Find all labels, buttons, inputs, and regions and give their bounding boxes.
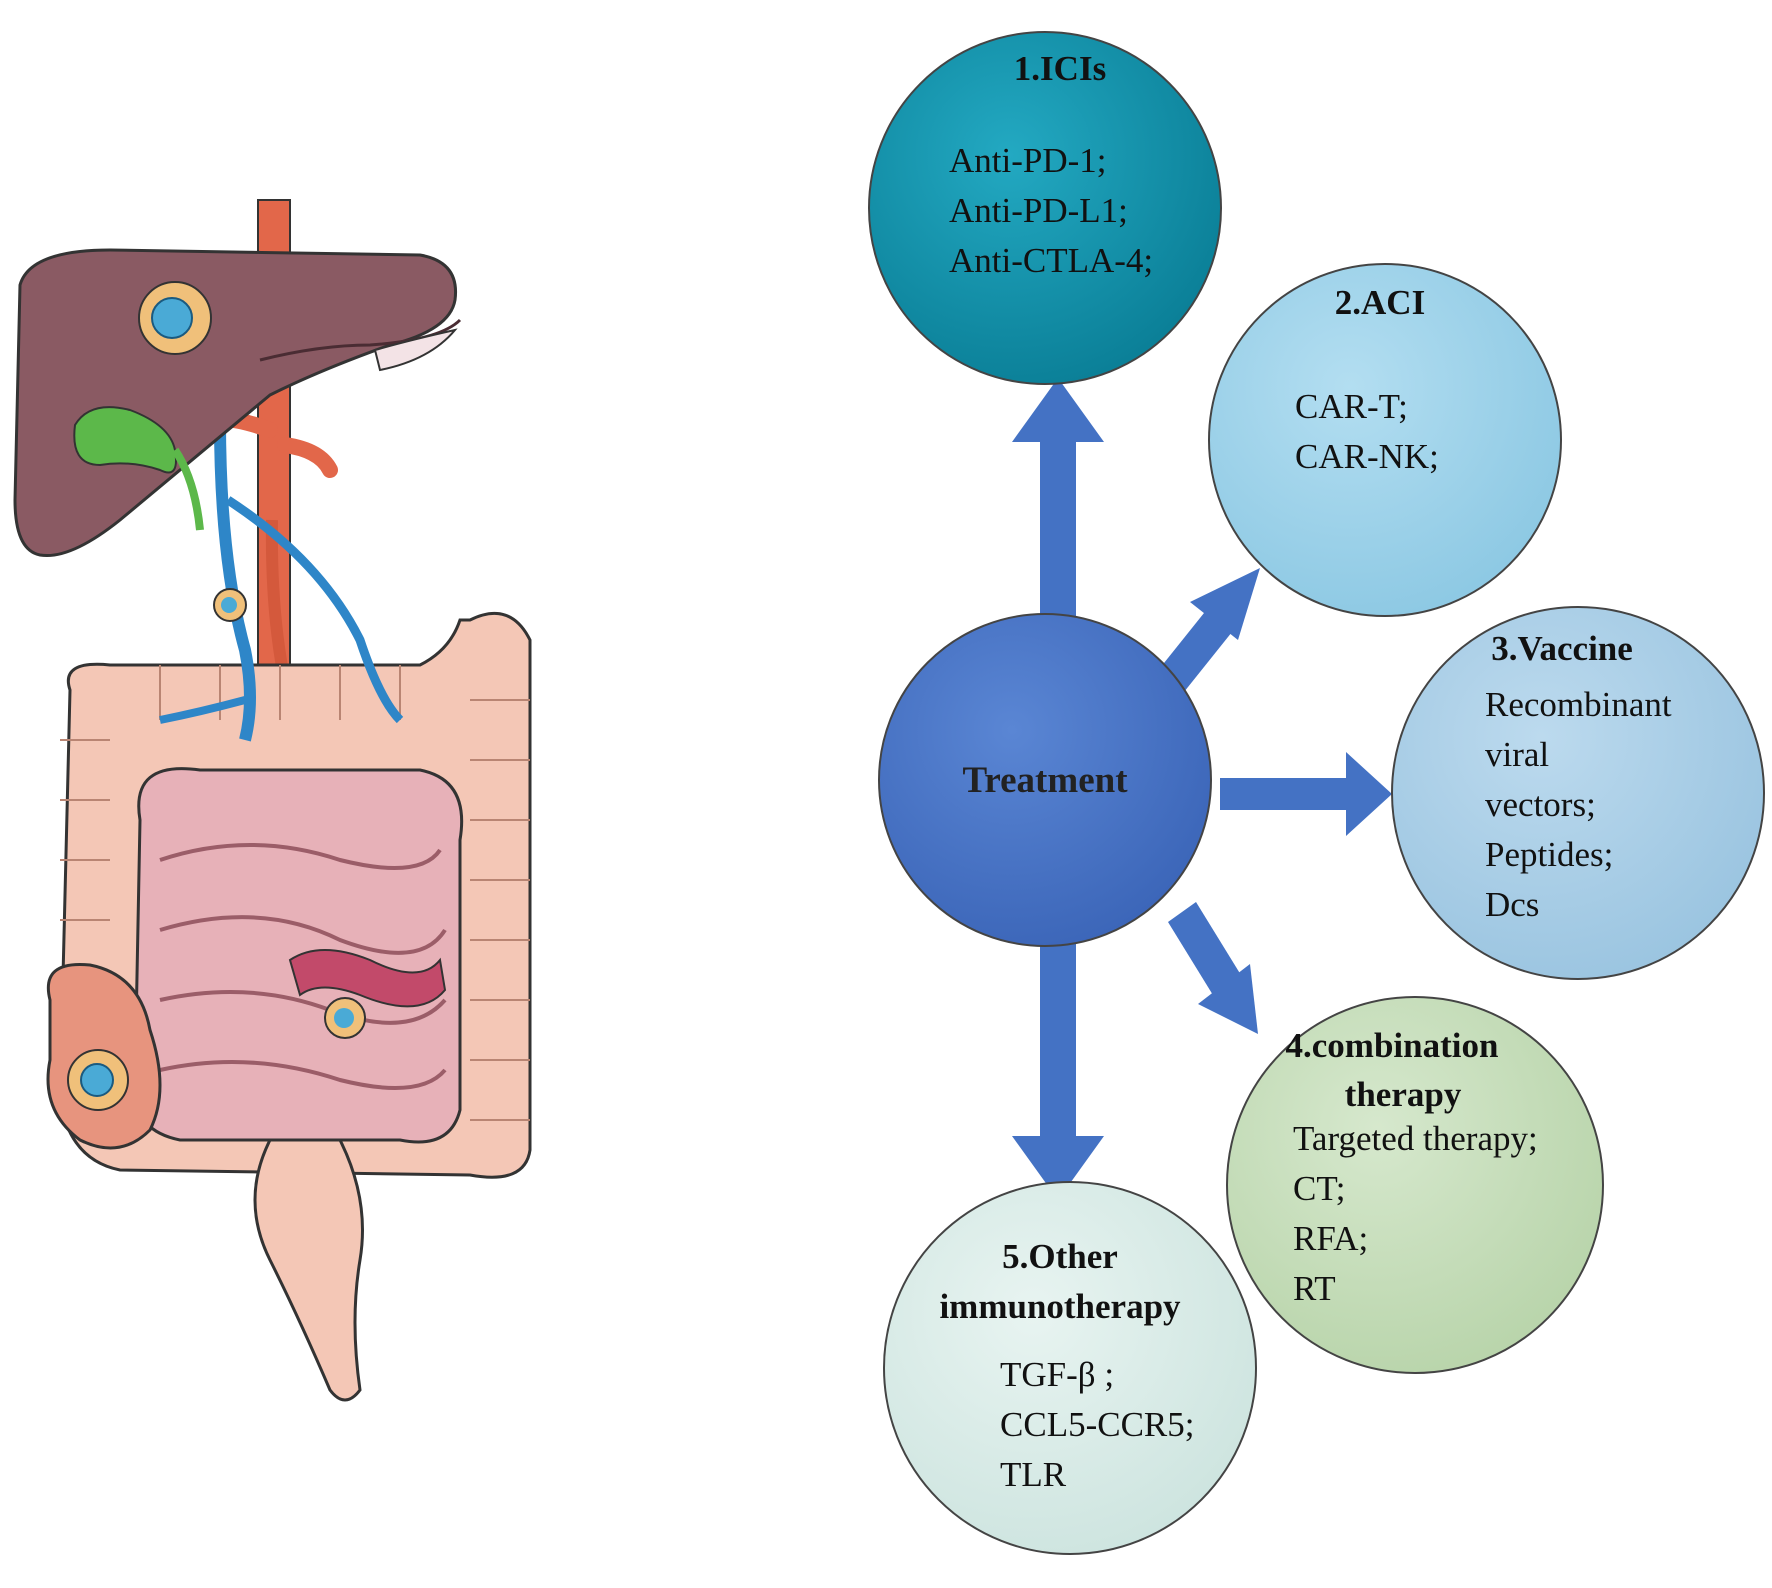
node-aci-title: 2.ACI (1335, 283, 1425, 322)
node-combination-item-2: CT; (1293, 1169, 1346, 1208)
node-icis-title: 1.ICIs (1014, 49, 1106, 88)
colon-tumor-icon (67, 1049, 129, 1111)
arrow-up (1012, 378, 1104, 652)
node-combination-title-2: therapy (1345, 1075, 1462, 1114)
center-label: Treatment (962, 760, 1128, 801)
node-vaccine-item-1: Recombinant (1485, 685, 1672, 724)
node-other-title-1: 5.Other (1002, 1237, 1118, 1276)
arrow-up-right (1160, 568, 1260, 692)
arrow-down-right (1168, 902, 1258, 1034)
node-other-item-1: TGF-β ; (1000, 1355, 1114, 1394)
node-vaccine-item-2: viral (1485, 735, 1549, 774)
node-combination-title-1: 4.combination (1286, 1026, 1499, 1065)
node-combination-circle (1226, 996, 1604, 1374)
node-combination-item-4: RT (1293, 1269, 1336, 1308)
vein-tumor-icon (213, 588, 247, 622)
node-vaccine-title: 3.Vaccine (1491, 629, 1633, 668)
center-circle (878, 613, 1212, 947)
node-icis-circle (868, 31, 1222, 385)
node-icis-item-2: Anti-PD-L1; (949, 191, 1128, 230)
intestine-tumor-icon (324, 997, 366, 1039)
vein-branch-icon (225, 496, 404, 724)
node-other-title-2: immunotherapy (939, 1287, 1181, 1326)
node-aci-item-2: CAR-NK; (1295, 437, 1439, 476)
vein-branch-lower-icon (159, 696, 247, 724)
node-other-item-2: CCL5-CCR5; (1000, 1405, 1194, 1444)
treatment-diagram: Treatment 1.ICIs Anti-PD-1; Anti-PD-L1; … (868, 31, 1765, 1555)
node-icis-item-3: Anti-CTLA-4; (949, 241, 1153, 280)
node-combination-item-3: RFA; (1293, 1219, 1368, 1258)
arrow-down (1012, 940, 1104, 1200)
node-aci-circle (1208, 263, 1562, 617)
bile-duct-icon (171, 447, 204, 531)
portal-vein-icon (214, 419, 256, 742)
node-combination-item-1: Targeted therapy; (1293, 1119, 1538, 1158)
node-vaccine-item-3: vectors; (1485, 785, 1596, 824)
rectum-icon (253, 1138, 364, 1402)
node-vaccine-item-5: Dcs (1485, 885, 1539, 924)
intestine-loops-icon (159, 843, 447, 1090)
gallbladder-icon (73, 406, 177, 474)
node-aci-item-1: CAR-T; (1295, 387, 1408, 426)
anatomy-illustration (13, 199, 532, 1402)
inflamed-segment-icon (288, 949, 447, 1008)
node-vaccine-item-4: Peptides; (1485, 835, 1613, 874)
node-vaccine-circle (1391, 606, 1765, 980)
node-icis-item-1: Anti-PD-1; (949, 141, 1107, 180)
liver-fold-icon (373, 328, 458, 372)
liver-tumor-icon (138, 281, 212, 355)
liver-lobe-icon (259, 318, 462, 362)
arrow-right (1220, 752, 1392, 836)
node-other-item-3: TLR (1000, 1455, 1067, 1494)
node-other-circle (883, 1181, 1257, 1555)
